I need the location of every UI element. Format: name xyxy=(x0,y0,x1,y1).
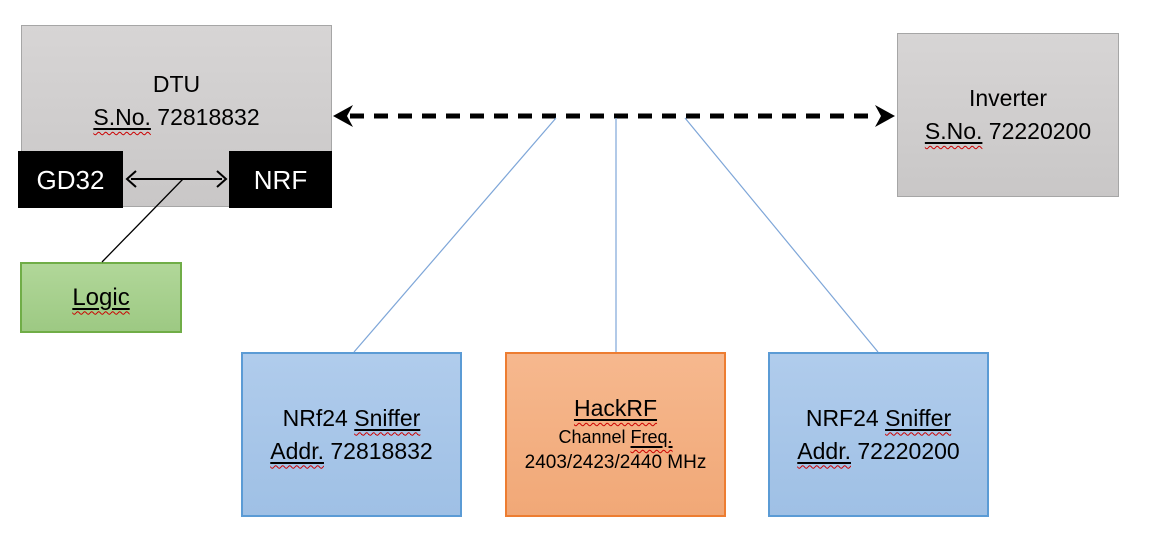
sniffer-right-title-word: Sniffer xyxy=(885,404,952,431)
nrf-label: NRF xyxy=(253,164,308,195)
hackrf-frequencies: 2403/2423/2440 MHz xyxy=(524,452,707,473)
hackrf-freq-word: Freq. xyxy=(630,427,673,447)
gd32-label: GD32 xyxy=(36,164,105,195)
hackrf-title-line: HackRF xyxy=(525,393,707,424)
sniffer-right-title: NRF24 Sniffer xyxy=(797,402,959,435)
dtu-title: DTU xyxy=(152,71,201,97)
sniffer-right-title-prefix: NRF24 xyxy=(805,404,879,431)
connector-to-sniffer-right xyxy=(684,117,879,353)
hackrf-title: HackRF xyxy=(573,395,658,421)
dashed-arrowhead-right-icon xyxy=(875,105,895,127)
sniffer-right-addr: Addr. 72220200 xyxy=(797,435,959,468)
node-logic: Logic xyxy=(20,262,182,333)
sniffer-left-title-prefix: NRf24 xyxy=(282,404,348,431)
dtu-serial-label: S.No. xyxy=(93,104,151,130)
dtu-serial: S.No. 72818832 xyxy=(93,101,259,134)
dtu-serial-value: 72818832 xyxy=(157,104,260,130)
inverter-serial: S.No. 72220200 xyxy=(925,115,1091,148)
node-hackrf: HackRF Channel Freq. 2403/2423/2440 MHz xyxy=(505,352,726,517)
inverter-serial-value: 72220200 xyxy=(988,118,1092,144)
inverter-serial-label: S.No. xyxy=(924,118,983,144)
sniffer-right-addr-label: Addr. xyxy=(797,437,851,464)
node-nrf: NRF xyxy=(229,151,332,208)
logic-label: Logic xyxy=(72,283,130,311)
node-inverter: Inverter S.No. 72220200 xyxy=(897,33,1119,197)
sniffer-right-addr-value: 72220200 xyxy=(857,437,960,464)
hackrf-channel-word: Channel xyxy=(558,427,626,447)
node-nrf24-sniffer-right: NRF24 Sniffer Addr. 72220200 xyxy=(768,352,989,517)
sniffer-left-addr: Addr. 72818832 xyxy=(270,435,432,468)
connector-to-sniffer-left xyxy=(353,117,557,353)
node-nrf24-sniffer-left: NRf24 Sniffer Addr. 72818832 xyxy=(241,352,462,517)
node-gd32: GD32 xyxy=(18,151,123,208)
dashed-arrowhead-left-icon xyxy=(333,105,353,127)
inverter-title: Inverter xyxy=(969,85,1047,111)
hackrf-channel-line: Channel Freq. xyxy=(525,424,707,450)
sniffer-left-addr-value: 72818832 xyxy=(330,437,433,464)
sniffer-left-title-word: Sniffer xyxy=(354,404,421,431)
sniffer-left-addr-label: Addr. xyxy=(270,437,324,464)
sniffer-left-title: NRf24 Sniffer xyxy=(270,402,432,435)
